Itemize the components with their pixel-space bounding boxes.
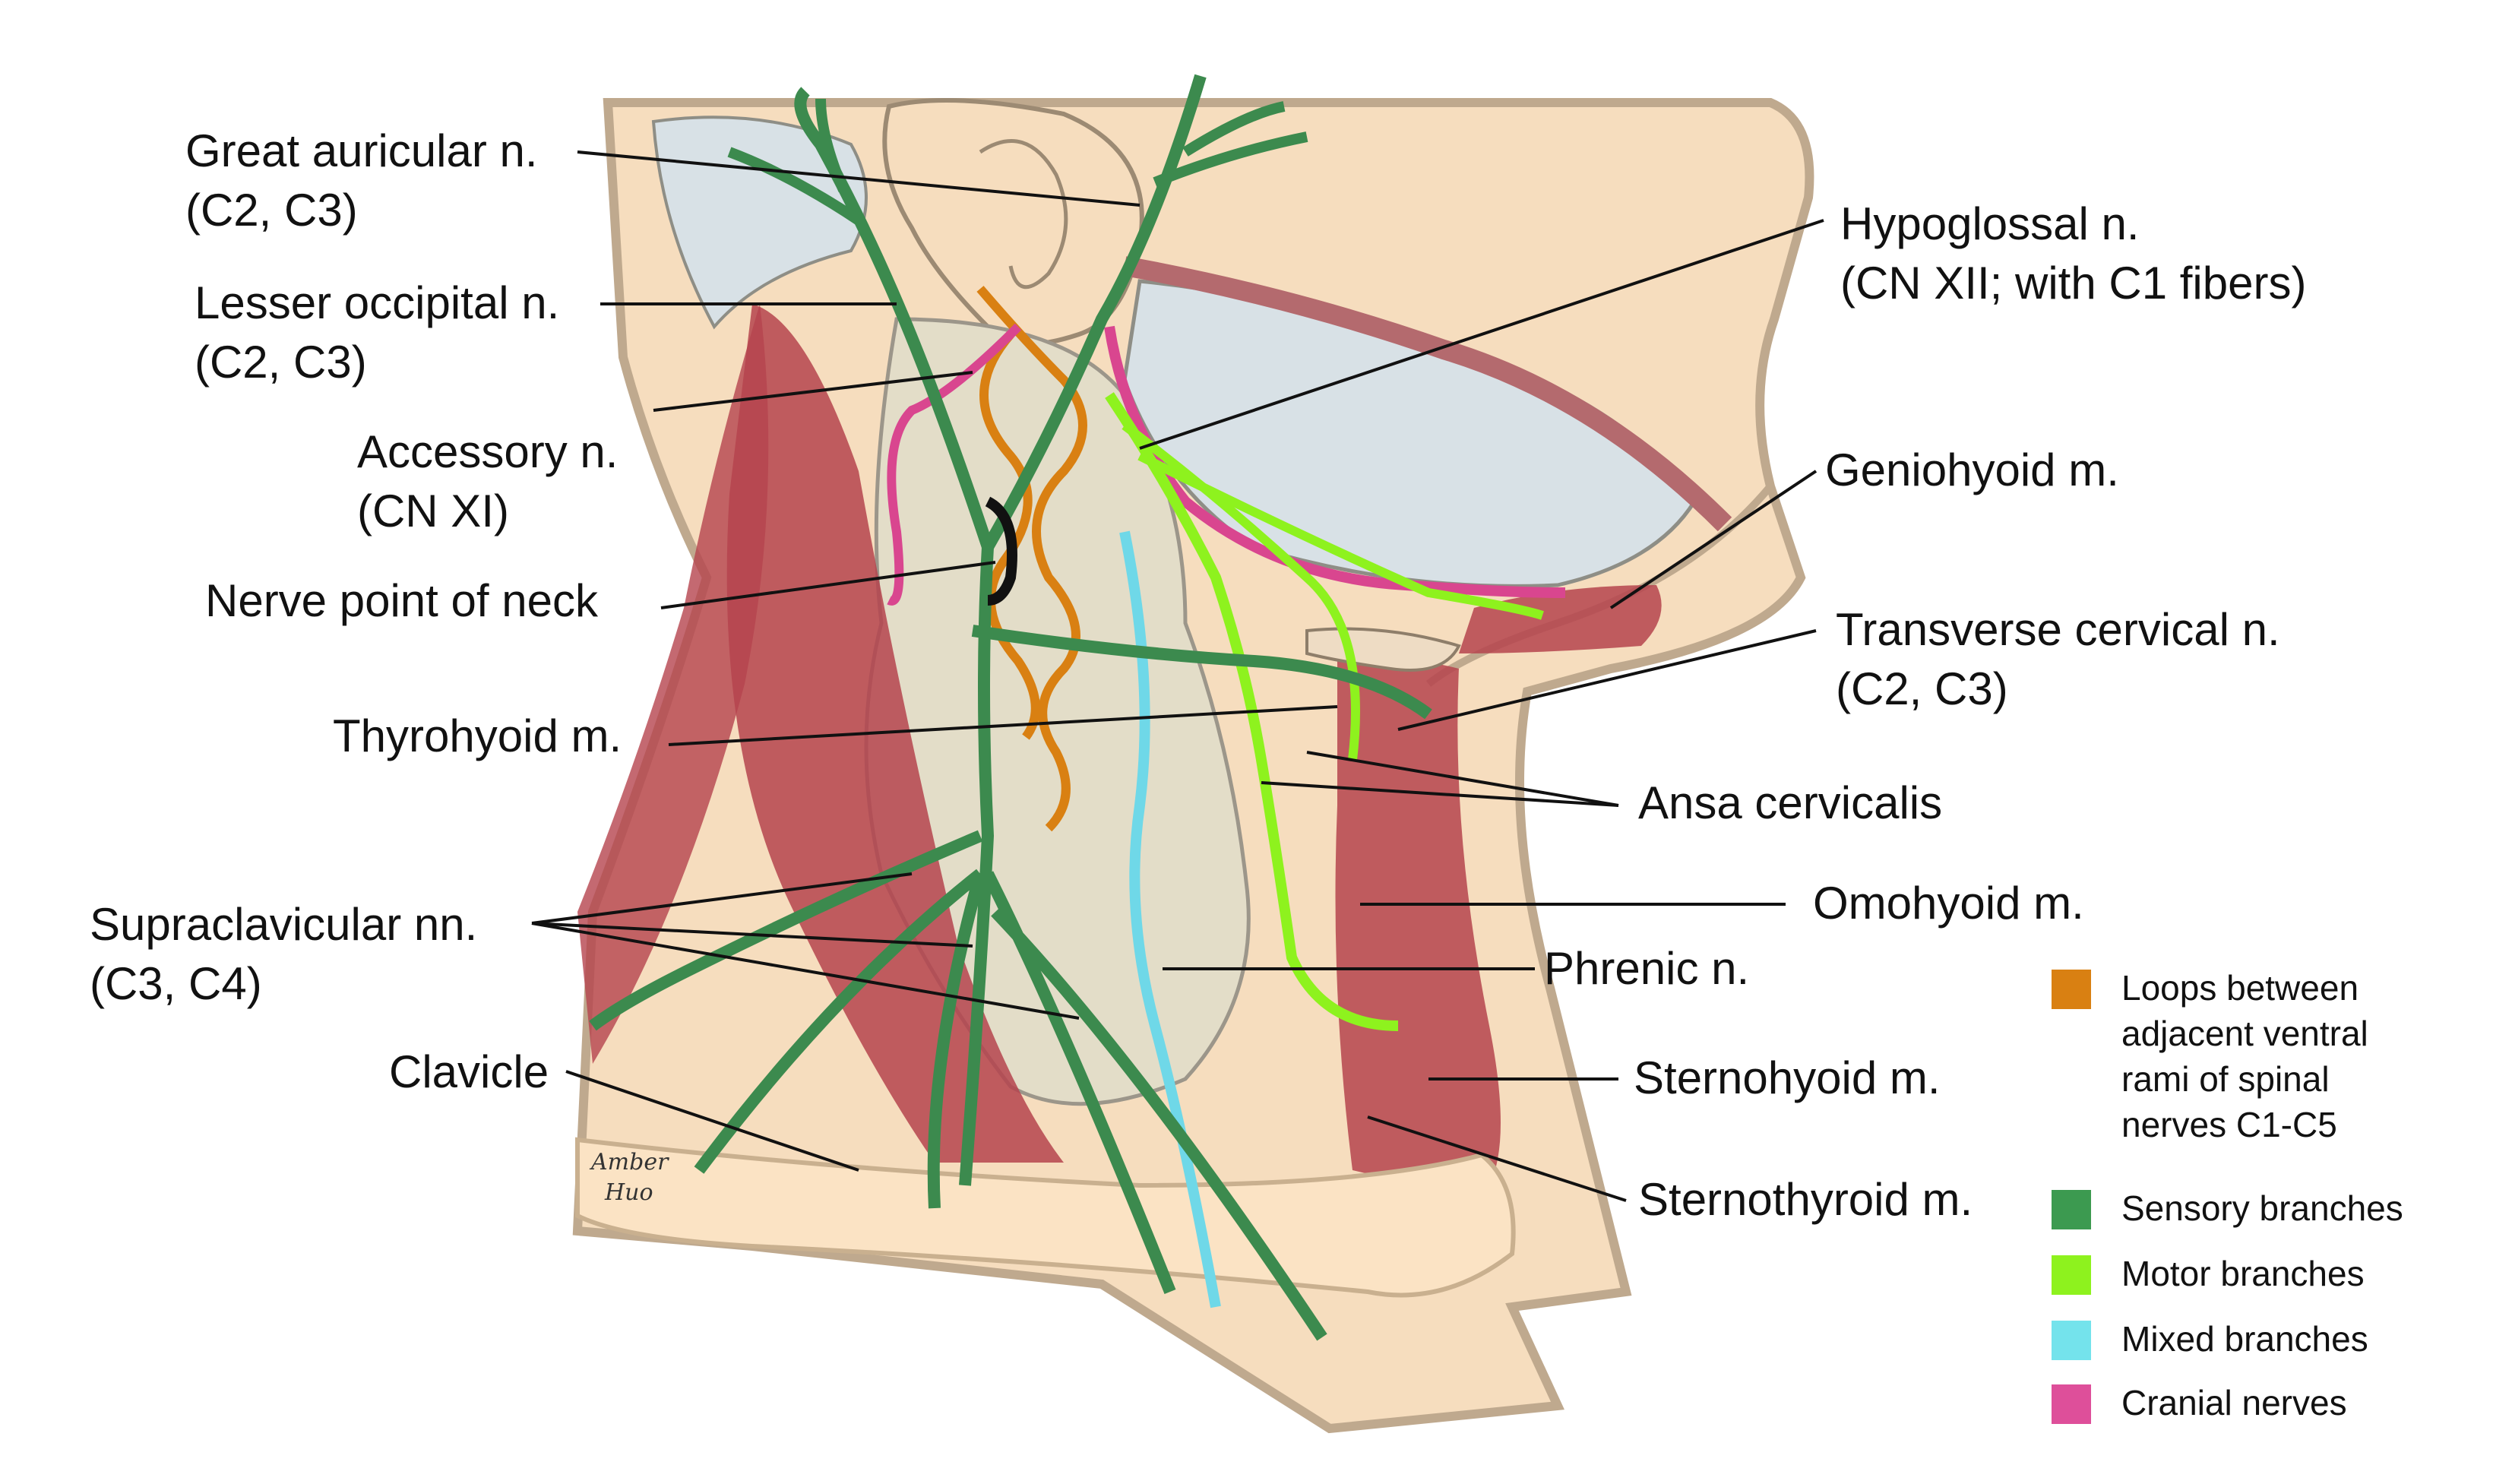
label-accessory: Accessory n. (CN XI) <box>357 426 619 536</box>
infrahyoid-muscles <box>1335 653 1501 1185</box>
artist-signature: Amber Huo <box>591 1149 669 1206</box>
accessory-nerve <box>887 323 1022 606</box>
legend-label-mixed: Mixed branches <box>2121 1319 2368 1359</box>
transverse-cervical-nerve <box>971 625 1432 720</box>
motor-branch-3 <box>1137 451 1544 620</box>
label-great-auricular: Great auricular n. (C2, C3) <box>185 125 538 236</box>
label-nerve-point: Nerve point of neck <box>205 575 598 626</box>
lesser-occipital-nerve <box>794 87 994 549</box>
phrenic-nerve <box>1119 530 1221 1308</box>
supraclavicular-nerves <box>589 546 1327 1341</box>
legend-label-sensory: Sensory branches <box>2121 1188 2403 1228</box>
occipital-bone <box>651 115 868 330</box>
label-thyrohyoid: Thyrohyoid m. <box>333 710 622 761</box>
label-sternothyroid: Sternothyroid m. <box>1638 1174 1973 1225</box>
clavicle-bone <box>575 1137 1516 1298</box>
hypoglossal-nerve <box>1104 325 1566 598</box>
label-hypoglossal: Hypoglossal n. (CN XII; with C1 fibers) <box>1840 198 2307 309</box>
legend-label-loops: Loops between adjacent ventral rami of s… <box>2121 968 2368 1144</box>
label-omohyoid: Omohyoid m. <box>1813 878 2084 929</box>
legend-label-motor: Motor branches <box>2121 1254 2365 1293</box>
great-auricular-branches <box>1153 101 1308 188</box>
legend-label-cranial: Cranial nerves <box>2121 1383 2347 1422</box>
ventral-rami-loops <box>976 286 1087 832</box>
legend-item-mixed: Mixed branches <box>2052 1316 2368 1362</box>
label-supraclavicular: Supraclavicular nn. (C3, C4) <box>90 899 478 1009</box>
label-clavicle: Clavicle <box>389 1046 549 1097</box>
legend-swatch-motor <box>2052 1255 2091 1295</box>
ventral-rami-loops-2 <box>979 331 1040 740</box>
legend-swatch-cranial <box>2052 1384 2091 1424</box>
legend-swatch-sensory <box>2052 1190 2091 1229</box>
label-phrenic: Phrenic n. <box>1544 943 1750 994</box>
great-auricular-nerve <box>982 74 1207 550</box>
label-ansa-cervicalis: Ansa cervicalis <box>1638 777 1943 828</box>
label-geniohyoid: Geniohyoid m. <box>1825 445 2119 495</box>
lesser-occipital-branches <box>727 98 862 225</box>
label-transverse-cervical: Transverse cervical n. (C2, C3) <box>1836 604 2280 714</box>
trapezius-muscle <box>577 304 769 1064</box>
label-lesser-occipital: Lesser occipital n. (C2, C3) <box>195 277 560 388</box>
ansa-cervicalis-branches <box>1105 392 1399 1031</box>
leader-lines <box>531 150 1824 1202</box>
legend-item-cranial: Cranial nerves <box>2052 1380 2347 1425</box>
legend-item-loops: Loops between adjacent ventral rami of s… <box>2052 965 2368 1147</box>
label-sternohyoid: Sternohyoid m. <box>1634 1052 1941 1103</box>
mandible-edge <box>1122 256 1732 532</box>
legend-swatch-loops <box>2052 970 2091 1009</box>
legend-item-motor: Motor branches <box>2052 1251 2365 1296</box>
legend-item-sensory: Sensory branches <box>2052 1185 2403 1231</box>
legend-swatch-mixed <box>2052 1321 2091 1360</box>
nerve-point-marker <box>985 496 1017 606</box>
ear-helix <box>979 139 1068 290</box>
geniohyoid-muscle <box>1459 585 1662 653</box>
